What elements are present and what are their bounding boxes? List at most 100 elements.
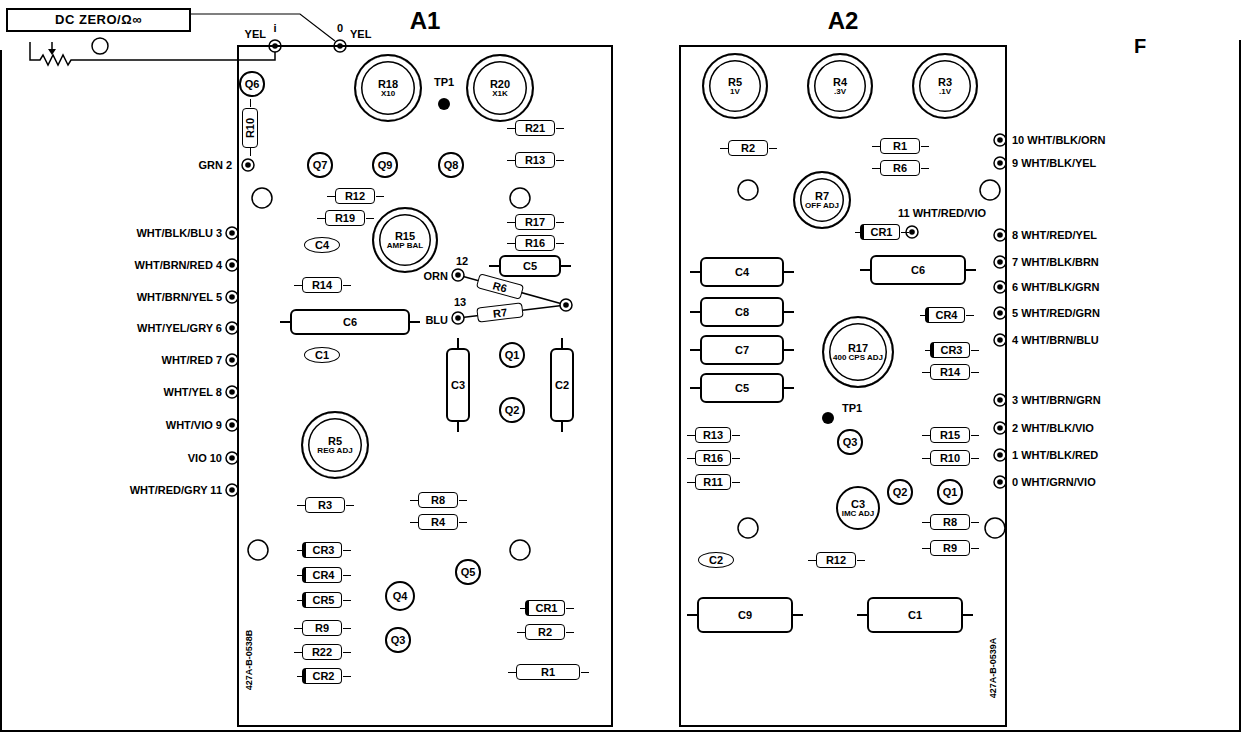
- component-label: R7: [805, 190, 839, 202]
- adjust-label: IMC ADJ: [842, 510, 875, 519]
- pin-label: 6 WHT/BLK/GRN: [1012, 281, 1099, 293]
- component-label: Q1: [943, 486, 958, 498]
- circuit-board: A2R51VR4.3VR3.1VR2R1R6R7OFF ADJCR1C4C6CR…: [680, 46, 1006, 726]
- diode-body: CR5: [302, 592, 342, 607]
- component-label: CR4: [935, 309, 957, 321]
- resistor-body: R10: [930, 450, 970, 465]
- pin-label: 10 WHT/BLK/ORN: [1012, 134, 1106, 146]
- resistor-body: R14: [930, 364, 970, 379]
- pin-label: WHT/BRN/YEL 5: [137, 291, 222, 303]
- transistor-outline: Q3: [385, 627, 410, 652]
- component-label: Q4: [393, 590, 408, 602]
- resistor-body: R4: [418, 514, 458, 529]
- resistor-body: R16: [695, 450, 731, 465]
- adjust-label: 400 CPS ADJ: [833, 354, 883, 363]
- resistor-body: R1: [516, 664, 580, 679]
- component-label: Q2: [893, 486, 908, 498]
- capacitor-body: C3: [446, 348, 470, 422]
- circuit-board: A1Q6R10R18X10R20X1KQ7Q9Q8R21R13R12R19C4R…: [238, 46, 612, 726]
- pin-label: WHT/BLK/BLU 3: [136, 227, 222, 239]
- component-label: C2: [555, 379, 569, 391]
- pin-label: F: [1134, 35, 1146, 57]
- component-label: C9: [738, 609, 752, 621]
- component-label: C8: [735, 306, 749, 318]
- solder-pad: [226, 452, 238, 464]
- component-label: C6: [343, 316, 357, 328]
- capacitor-body: C8: [700, 297, 784, 327]
- resistor-body: R6: [476, 274, 524, 301]
- component-label: CR5: [312, 594, 334, 606]
- capacitor-body: C9: [697, 597, 793, 633]
- solder-pad: [452, 312, 464, 324]
- transistor-outline: Q3: [837, 429, 862, 454]
- component-label: Q8: [444, 159, 459, 171]
- diode-body: CR3: [930, 342, 970, 357]
- component-label: CR1: [535, 602, 557, 614]
- transistor-outline: Q2: [887, 479, 912, 504]
- component-label: R5: [728, 76, 742, 88]
- component-label: R13: [525, 154, 545, 166]
- resistor-body: R13: [515, 152, 555, 167]
- potentiometer: R7OFF ADJ: [793, 171, 851, 229]
- pin-label: 12: [456, 255, 468, 267]
- component-label: C7: [735, 344, 749, 356]
- solder-pad: [994, 394, 1006, 406]
- component-label: DC ZERO/Ω∞: [55, 13, 142, 27]
- mounting-hole: [738, 180, 758, 200]
- leader-line: [191, 14, 335, 41]
- component-label: Q6: [245, 78, 260, 90]
- resistor-body: R2: [525, 624, 565, 639]
- component-label: R1: [541, 666, 555, 678]
- transistor-outline: Q4: [385, 581, 415, 611]
- component-label: R20: [490, 78, 510, 90]
- mounting-hole: [510, 188, 530, 208]
- pin-label: BLU: [425, 314, 448, 326]
- transistor-outline: Q8: [438, 152, 463, 177]
- component-label: R8: [431, 494, 445, 506]
- solder-pad: [994, 229, 1006, 241]
- drawing-number: 427A-B-0539A: [989, 638, 999, 699]
- component-label: R12: [345, 190, 365, 202]
- board-title: A1: [410, 8, 441, 34]
- potentiometer: R20X1K: [466, 54, 534, 122]
- pin-label: 0: [337, 22, 343, 34]
- solder-pad: [226, 322, 238, 334]
- capacitor-body: C5: [499, 255, 561, 277]
- component-label: R13: [703, 429, 723, 441]
- pin-label: 9 WHT/BLK/YEL: [1012, 157, 1096, 169]
- potentiometer: R51V: [702, 53, 768, 119]
- component-label: R9: [943, 542, 957, 554]
- pin-label: 5 WHT/RED/GRN: [1012, 307, 1100, 319]
- pin-label: 0 WHT/GRN/VIO: [1012, 476, 1096, 488]
- pin-label: 1 WHT/BLK/RED: [1012, 449, 1098, 461]
- capacitor-body: C4: [700, 257, 784, 287]
- diode-body: CR2: [302, 668, 342, 683]
- resistor-body: R17: [515, 214, 555, 229]
- solder-pad: [452, 269, 464, 281]
- diode-body: CR1: [525, 600, 565, 615]
- solder-pad: [994, 449, 1006, 461]
- potentiometer: R5REG ADJ: [301, 411, 369, 479]
- resistor-body: R15: [930, 427, 970, 442]
- component-label: R19: [335, 212, 355, 224]
- component-label: Q5: [461, 566, 476, 578]
- solder-pad: [242, 159, 254, 171]
- pin-label: 4 WHT/BRN/BLU: [1012, 334, 1099, 346]
- component-label: R6: [492, 279, 509, 294]
- mounting-hole: [980, 180, 1000, 200]
- pin-label: TP1: [434, 76, 454, 88]
- solder-pad: [226, 386, 238, 398]
- solder-pad: [334, 40, 346, 52]
- component-label: Q3: [391, 634, 406, 646]
- solder-pad: [269, 40, 281, 52]
- component-label: R10: [940, 452, 960, 464]
- component-label: Q2: [505, 404, 520, 416]
- mounting-hole: [738, 518, 758, 538]
- component-label: Q3: [843, 436, 858, 448]
- pin-label: GRN 2: [198, 159, 232, 171]
- component-label: R3: [938, 76, 952, 88]
- resistor-body: R9: [302, 620, 342, 635]
- component-label: C5: [735, 382, 749, 394]
- component-label: C4: [735, 266, 749, 278]
- pin-label: WHT/RED/GRY 11: [130, 484, 222, 496]
